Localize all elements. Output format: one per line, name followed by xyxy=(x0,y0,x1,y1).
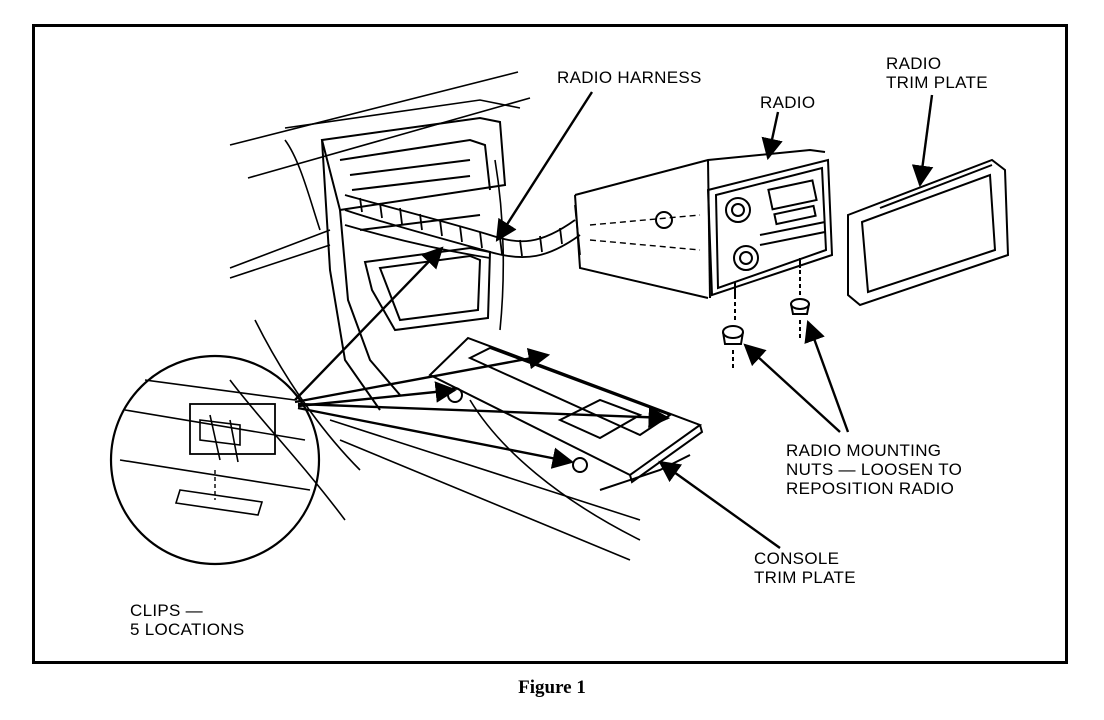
label-radio: RADIO xyxy=(760,93,816,112)
radio-trim-plate-arrow xyxy=(911,94,934,188)
mounting-nut-arrow-1 xyxy=(743,343,841,433)
leader-arrows xyxy=(294,91,934,549)
radio-harness-arrow xyxy=(495,91,594,242)
clip-arrow-5 xyxy=(297,406,575,469)
clip-arrow-1 xyxy=(294,246,444,401)
dashboard-outline xyxy=(229,71,641,561)
figure-frame xyxy=(32,24,1068,664)
label-console-trim-plate-line-1: CONSOLE xyxy=(754,549,840,568)
radio-harness xyxy=(344,194,581,259)
label-console-trim-plate: CONSOLE TRIM PLATE xyxy=(754,549,856,587)
label-radio-mounting-nuts-line-2: NUTS — LOOSEN TO xyxy=(786,460,963,479)
radio-cavity xyxy=(320,116,507,411)
label-console-trim-plate-line-2: TRIM PLATE xyxy=(754,568,856,587)
label-radio-harness: RADIO HARNESS xyxy=(557,68,702,87)
label-radio-trim-plate: RADIO TRIM PLATE xyxy=(886,54,988,92)
clip-arrow-4 xyxy=(297,381,458,408)
clip-arrow-3 xyxy=(297,402,671,429)
clip-arrow-2 xyxy=(294,347,551,404)
label-radio-trim-plate-line-2: TRIM PLATE xyxy=(886,73,988,92)
label-radio-trim-plate-line-1: RADIO xyxy=(886,54,942,73)
mounting-nut-arrow-2 xyxy=(804,319,850,433)
mounting-nuts xyxy=(722,270,810,370)
label-clips-line-2: 5 LOCATIONS xyxy=(130,620,245,639)
radio-arrow xyxy=(761,111,783,161)
label-clips: CLIPS — 5 LOCATIONS xyxy=(130,601,244,639)
clip-inset xyxy=(109,354,321,566)
label-radio-mounting-nuts: RADIO MOUNTING NUTS — LOOSEN TO REPOSITI… xyxy=(786,441,962,498)
console-trim-plate-arrow xyxy=(658,460,781,549)
label-radio-mounting-nuts-line-3: REPOSITION RADIO xyxy=(786,479,955,498)
label-radio-mounting-nuts-line-1: RADIO MOUNTING xyxy=(786,441,942,460)
radio-unit xyxy=(574,148,834,299)
radio-trim-plate xyxy=(847,158,1010,307)
label-clips-line-1: CLIPS — xyxy=(130,601,203,620)
figure-caption: Figure 1 xyxy=(518,677,586,698)
